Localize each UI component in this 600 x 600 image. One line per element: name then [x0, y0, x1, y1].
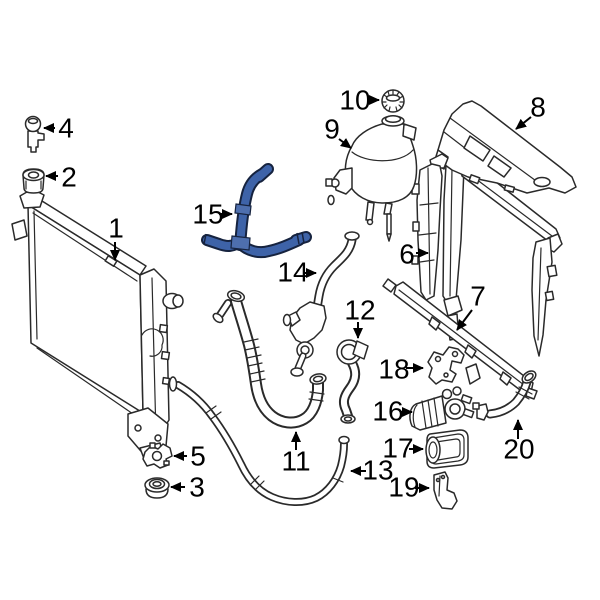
callout-label-9-coolant-expansion-tank[interactable]: 9 — [324, 114, 340, 145]
part-lower-radiator-hose[interactable] — [212, 289, 327, 429]
part-coolant-vent-hose-selected[interactable] — [201, 163, 312, 259]
part-auxiliary-water-pump[interactable] — [409, 386, 475, 431]
callout-label-15-coolant-vent-hose[interactable]: 15 — [192, 199, 223, 230]
part-heater-hose[interactable] — [336, 339, 369, 424]
part-overflow-hose[interactable] — [282, 231, 360, 377]
callout-label-20-water-pump-hose[interactable]: 20 — [503, 434, 534, 465]
callout-label-3-radiator-grommet-lower[interactable]: 3 — [189, 472, 205, 503]
callout-arrow-8 — [515, 116, 532, 130]
callout-label-11-lower-radiator-hose[interactable]: 11 — [281, 446, 310, 477]
part-radiator-seal-strip[interactable] — [382, 278, 538, 400]
callout-label-16-auxiliary-water-pump[interactable]: 16 — [372, 396, 403, 427]
part-reservoir-cap[interactable] — [381, 89, 405, 113]
part-radiator-grommet-upper[interactable] — [22, 168, 45, 194]
callout-label-17-pump-mount[interactable]: 17 — [382, 433, 413, 464]
radiator-support-frame — [442, 159, 563, 385]
part-water-pump-hose[interactable] — [472, 369, 538, 421]
callout-label-19-support-bracket[interactable]: 19 — [388, 472, 419, 503]
callout-label-14-overflow-hose[interactable]: 14 — [277, 257, 308, 288]
callout-arrow-7 — [456, 309, 473, 331]
callout-label-5-hose-clamp[interactable]: 5 — [190, 441, 206, 472]
callout-label-18-pump-bracket[interactable]: 18 — [378, 354, 409, 385]
part-radiator[interactable] — [11, 188, 184, 465]
part-pump-bracket[interactable] — [427, 346, 465, 385]
part-coolant-pipe[interactable] — [168, 376, 350, 506]
callout-arrow-9 — [338, 138, 352, 149]
callout-label-2-radiator-grommet-upper[interactable]: 2 — [61, 162, 77, 193]
callout-label-8-sight-shield-panel[interactable]: 8 — [530, 92, 546, 123]
part-radiator-grommet-lower[interactable] — [144, 477, 170, 499]
callout-label-6-air-baffle[interactable]: 6 — [399, 239, 415, 270]
part-coolant-expansion-tank[interactable] — [325, 115, 418, 242]
callout-label-4-retainer-pin[interactable]: 4 — [58, 113, 74, 144]
part-support-bracket[interactable] — [433, 471, 458, 510]
callout-label-13-coolant-pipe[interactable]: 13 — [362, 455, 393, 486]
callout-label-12-heater-hose[interactable]: 12 — [344, 295, 375, 326]
callout-label-10-reservoir-cap[interactable]: 10 — [339, 85, 370, 116]
part-hose-clamp[interactable] — [142, 442, 173, 469]
callout-label-1-radiator[interactable]: 1 — [108, 213, 124, 244]
part-retainer-pin[interactable] — [24, 115, 45, 153]
callout-label-7-radiator-seal-strip[interactable]: 7 — [470, 281, 486, 312]
part-pump-mount[interactable] — [425, 429, 469, 469]
